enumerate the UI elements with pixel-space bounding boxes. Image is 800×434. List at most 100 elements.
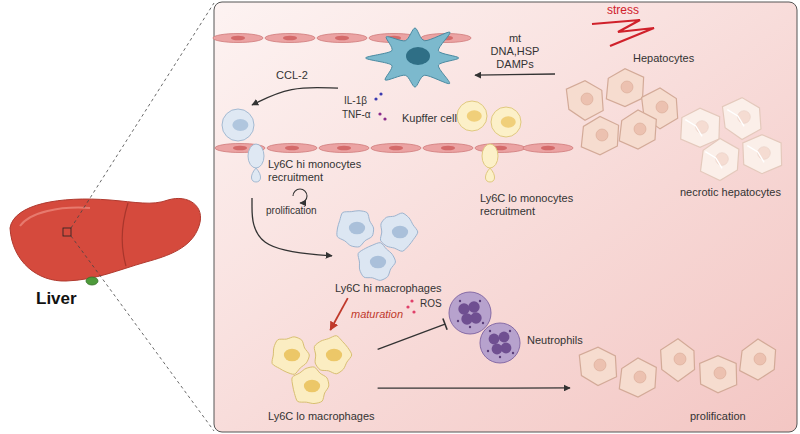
endothelial-body [319,144,369,153]
cell-label: Ly6C lo monocytes recruitment [480,192,580,218]
hepatocyte [619,358,656,397]
monocyte-nucleus [501,116,516,127]
neutrophil-granule [499,356,501,358]
ly6c-hi-monocyte [222,109,254,141]
neutrophil-granule [459,300,461,302]
arrow-connector [378,387,570,389]
process-label: prolification [266,205,317,217]
monocyte-body [491,107,521,137]
edge-label: CCL-2 [276,69,308,82]
arrow-connector [330,298,347,330]
liver-shape [10,198,201,281]
cell-group: Ly6C hi macrophages [332,208,445,298]
ly6c-lo-macrophage [292,367,329,404]
endothelial-cell [265,34,315,43]
necrotic-crack [705,152,722,169]
macrophage-body [314,336,351,374]
cell-label: Liver [36,289,77,309]
ly6c-lo-monocyte [457,101,487,131]
endothelial-body [265,34,315,43]
hepatocyte-nucleus [656,101,668,113]
proliferation-arrow [293,189,307,203]
necrotic-crack [727,110,744,127]
endothelial-nucleus [233,146,247,151]
cell-label: Hepatocytes [633,52,694,65]
macrophage-body [292,367,329,404]
liver-lobe-line [122,203,128,266]
macrophage-body [358,243,395,281]
monocyte-nucleus [467,110,482,121]
hepatocyte [661,339,695,382]
endothelial-nucleus [283,36,297,41]
monocyte-droplet [251,168,260,182]
neutrophil-lobe [499,332,510,343]
cell-label: Ly6C lo macrophages [268,410,375,423]
hepatocyte-body [701,138,739,180]
endothelial-body [523,144,573,153]
cell-group: Ly6C lo macrophages [265,330,378,427]
endothelial-cell [371,144,421,153]
neutrophil-granule [479,300,481,302]
cell-label: Neutrophils [527,334,583,347]
hepatocyte [606,69,643,107]
necrotic-crack [747,146,764,163]
ly6c-hi-macrophage [380,213,417,251]
hepatocyte-nucleus [596,129,608,141]
hepatocyte-nucleus [634,371,646,383]
macrophage-body [380,213,417,251]
hepatocyte [566,81,603,121]
neutrophil-lobe [492,344,503,355]
macrophage-body [337,211,374,247]
hepatocyte-body [743,135,782,174]
macrophage-nucleus [304,380,320,393]
monocyte-body [222,109,254,141]
hepatocyte-nucleus [696,121,709,134]
endothelial-body [371,144,421,153]
macrophage-nucleus [392,226,408,239]
hepatocyte-body [581,116,618,154]
endothelial-nucleus [335,36,349,41]
monocyte-body [482,144,498,168]
liver-highlight [20,208,90,226]
neutrophil-granule [469,326,471,328]
arrow-connector [475,74,555,75]
necrotic-hepatocyte [681,108,720,147]
zoom-marker [63,228,71,236]
hepatocyte-nucleus [758,147,771,160]
neutrophil-body [480,323,520,363]
hepatocyte [579,347,616,385]
ros-dot [406,305,409,308]
arrow-connector [252,198,332,256]
necrotic-hepatocyte [743,135,782,174]
hepatocyte-nucleus [716,153,729,166]
cell-group: necrotic hepatocytes [662,98,792,202]
stress-bolt [592,20,654,46]
cell-group: prolification [570,332,792,428]
inhibition-line [378,324,445,349]
hepatocyte-body [619,358,656,397]
hepatocyte-body [606,69,643,107]
cell-label: Kupffer cell [402,112,457,125]
zoom-panel [214,2,797,432]
liver-organ [10,198,201,285]
edge-label: maturation [351,308,403,321]
endothelial-cell [523,144,573,153]
hepatocyte-nucleus [714,367,726,379]
endothelial-body [423,144,473,153]
hepatocyte-body [661,339,695,382]
endothelial-nucleus [441,146,455,151]
neutrophil [480,323,520,363]
organ-node: Liver [5,188,205,313]
neutrophil-lobe [468,301,479,312]
hepatocyte-body [681,108,720,147]
ly6c-hi-macrophage [337,211,374,247]
neutrophil-granule [482,322,484,324]
ly6c-lo-monocyte [491,107,521,137]
transmigrating-monocyte [248,144,264,182]
endothelial-nucleus [231,36,245,41]
neutrophil-lobe [458,303,469,314]
stress-label: stress [607,3,639,17]
